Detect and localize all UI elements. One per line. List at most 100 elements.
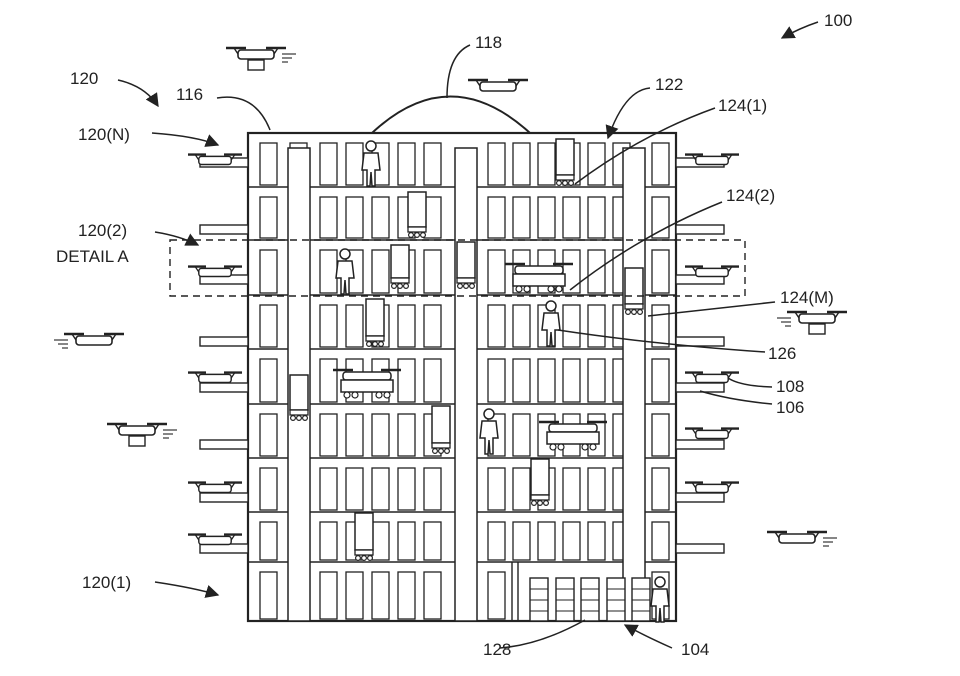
window: [345, 196, 364, 239]
window: [371, 249, 390, 294]
window: [587, 196, 606, 239]
window: [537, 358, 556, 403]
flying-drones: [54, 46, 847, 547]
window: [512, 196, 531, 239]
window: [651, 413, 670, 457]
platform-right: [675, 543, 725, 554]
window: [259, 571, 278, 620]
storage-cart-icon: [555, 138, 575, 186]
ref-104-label: 104: [681, 640, 709, 659]
drone-icon: [187, 481, 243, 494]
window: [587, 249, 606, 294]
window: [397, 413, 416, 457]
person-icon: [335, 248, 355, 295]
robot-cart-icon: [505, 262, 573, 293]
drone-icon: [777, 310, 847, 335]
ref-122-label: 122: [655, 75, 683, 94]
window: [651, 467, 670, 511]
window: [319, 521, 338, 561]
window: [487, 304, 506, 348]
drone-icon: [54, 332, 124, 349]
platform-right: [675, 336, 725, 347]
window: [562, 521, 581, 561]
window: [423, 358, 442, 403]
drone-icon: [767, 530, 837, 547]
window: [423, 142, 442, 186]
ref-116-label: 116: [176, 85, 203, 104]
window: [319, 142, 338, 186]
window: [423, 467, 442, 511]
window: [512, 521, 531, 561]
window: [397, 571, 416, 620]
window: [487, 521, 506, 561]
window: [345, 304, 364, 348]
window: [319, 249, 338, 294]
window: [512, 142, 531, 186]
window: [512, 413, 531, 457]
window: [562, 467, 581, 511]
storage-racks: [511, 562, 651, 622]
platform-left: [199, 382, 249, 393]
window: [319, 196, 338, 239]
window: [423, 571, 442, 620]
window: [319, 413, 338, 457]
window: [487, 196, 506, 239]
window: [512, 358, 531, 403]
drone-icon: [187, 533, 243, 546]
ref-124-m-label: 124(M): [780, 288, 834, 307]
window: [423, 304, 442, 348]
ref-120-1-label: 120(1): [82, 573, 131, 592]
storage-cart-icon: [624, 267, 644, 315]
platform-left: [199, 224, 249, 235]
window: [371, 196, 390, 239]
drone-icon: [107, 422, 177, 447]
shaft: [622, 147, 646, 622]
drone-icon: [684, 427, 740, 440]
drone-icon: [226, 46, 296, 71]
ref-126-label: 126: [768, 344, 796, 363]
person-icon: [650, 576, 670, 623]
window: [259, 521, 278, 561]
window: [651, 304, 670, 348]
window: [651, 521, 670, 561]
window: [537, 142, 556, 186]
robot-cart-icon: [539, 420, 607, 451]
window: [345, 571, 364, 620]
window: [587, 521, 606, 561]
window: [423, 521, 442, 561]
ref-120-2-label: 120(2): [78, 221, 127, 240]
window: [259, 467, 278, 511]
window: [487, 142, 506, 186]
window: [651, 358, 670, 403]
ref-128-label: 128: [483, 640, 511, 659]
window: [487, 571, 506, 620]
window: [259, 196, 278, 239]
window: [587, 467, 606, 511]
window: [319, 304, 338, 348]
storage-cart-icon: [354, 512, 374, 561]
detail-a-label: DETAIL A: [56, 247, 129, 266]
window: [259, 304, 278, 348]
ref-120-label: 120: [70, 69, 98, 88]
person-icon: [541, 300, 561, 347]
window: [397, 358, 416, 403]
window: [259, 142, 278, 186]
window: [371, 467, 390, 511]
platform-left: [199, 439, 249, 450]
platform-right: [675, 439, 725, 450]
platform-left: [199, 543, 249, 554]
window: [587, 142, 606, 186]
leader-lines: [117, 21, 819, 649]
window: [562, 196, 581, 239]
window: [371, 571, 390, 620]
window: [319, 358, 338, 403]
platform-right: [675, 224, 725, 235]
window: [397, 142, 416, 186]
window: [537, 196, 556, 239]
ref-118-label: 118: [475, 33, 502, 52]
storage-cart-icon: [431, 405, 451, 454]
window: [562, 304, 581, 348]
window: [562, 358, 581, 403]
